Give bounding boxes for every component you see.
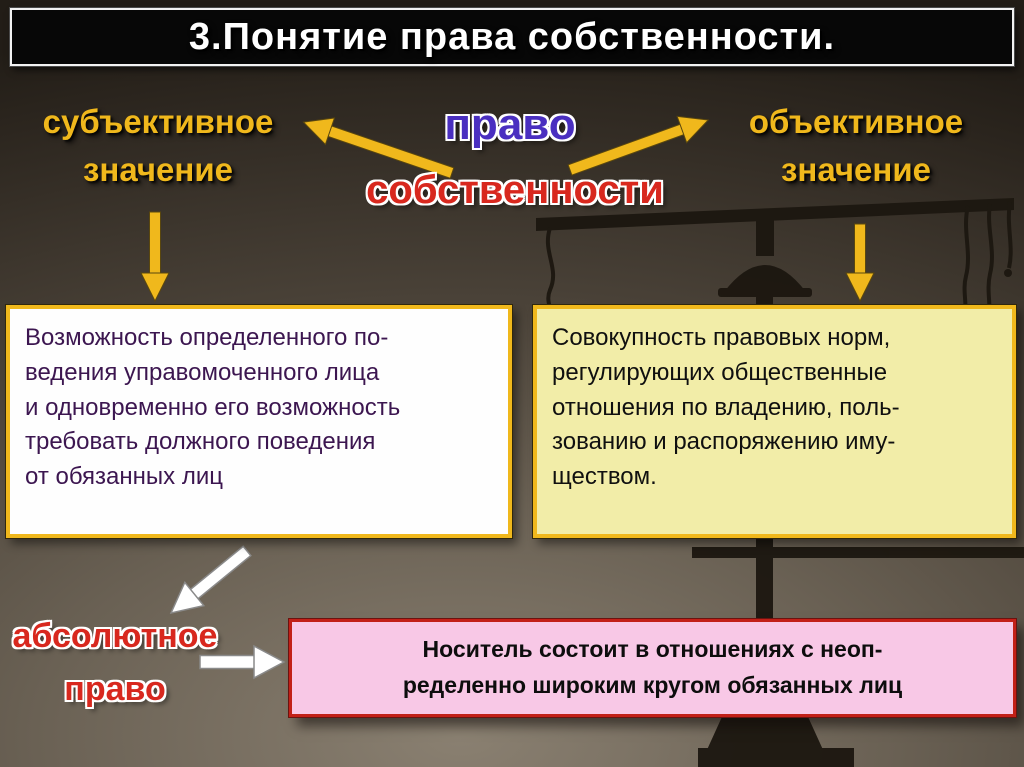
slide-title: 3.Понятие права собственности. — [188, 15, 836, 58]
white-arrow-right-icon — [199, 644, 286, 680]
subjective-definition-box: Возможность определенного по- ведения уп… — [6, 305, 512, 538]
subjective-meaning-label: субъективное значение — [42, 103, 274, 188]
objective-definition-box: Совокупность правовых норм, регулирующих… — [533, 305, 1016, 538]
yellow-arrow-up-right-icon — [567, 115, 710, 176]
white-arrow-down-left-icon — [169, 545, 252, 614]
absolute-right-label: абсолютное право — [12, 617, 218, 708]
title-bar: 3.Понятие права собственности. — [10, 8, 1014, 66]
carrier-statement-box: Носитель состоит в отношениях с неоп- ре… — [289, 619, 1016, 717]
carrier-statement-text: Носитель состоит в отношениях с неоп- ре… — [402, 636, 903, 698]
yellow-arrow-up-left-icon — [302, 117, 455, 179]
yellow-arrow-down-right-icon — [845, 223, 875, 303]
central-term-word-2: собственности — [366, 168, 664, 212]
yellow-arrow-down-left-icon — [140, 211, 170, 303]
objective-meaning-label: объективное значение — [748, 103, 964, 188]
central-term-word-1: право — [444, 100, 576, 149]
